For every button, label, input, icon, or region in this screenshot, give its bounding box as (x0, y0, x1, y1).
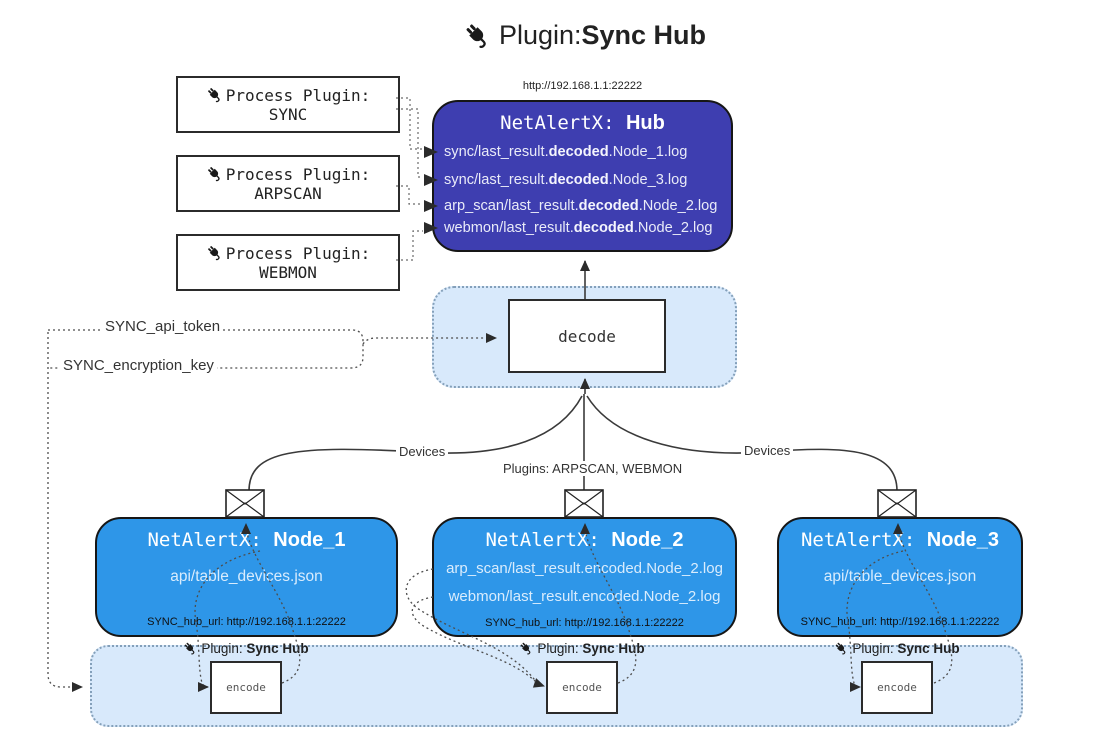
process-plugin-label: Process Plugin: (225, 85, 371, 105)
plug-icon (185, 642, 195, 655)
edge-keys-loop (48, 329, 364, 369)
encode-label-bold: Sync Hub (897, 641, 960, 656)
node-title-mono: NetAlertX: (147, 529, 274, 551)
devices-label-right: Devices (741, 443, 794, 458)
log-pre: sync/last_result. (444, 144, 549, 160)
encode-box-3: encode (861, 661, 933, 714)
encode-label: encode (226, 681, 266, 694)
decode-box: decode (508, 299, 666, 373)
edge-arpscan-to-hub (396, 185, 423, 205)
encode-label-text: Plugin: (201, 641, 243, 656)
encode-section-label: Plugin: Sync Hub (156, 641, 336, 656)
encode-label: encode (877, 681, 917, 694)
edge-keys-to-encode-band (47, 332, 83, 692)
node-3-file: api/table_devices.json (823, 568, 977, 585)
log-bold: decoded (548, 172, 609, 188)
edge-sync-to-hub-1 (396, 97, 423, 150)
envelope-icon (564, 489, 604, 518)
node-1-hub-url: SYNC_hub_url: http://192.168.1.1:22222 (147, 616, 346, 628)
hub-title: NetAlertX: Hub (432, 112, 733, 135)
process-plugin-name: SYNC (268, 104, 308, 124)
plug-icon (207, 167, 220, 182)
log-pre: webmon/last_result. (444, 220, 574, 236)
hub-title-mono: NetAlertX: (500, 112, 626, 134)
plug-icon (521, 642, 531, 655)
log-post: .Node_2.log (638, 198, 718, 214)
hub-title-bold: Hub (625, 112, 665, 134)
edge-webmon-to-hub (396, 230, 423, 261)
sync-api-token-label: SYNC_api_token (102, 318, 224, 335)
node-title-bold: Node_3 (926, 529, 1000, 551)
hub-log-item: sync/last_result.decoded.Node_1.log (444, 141, 732, 163)
process-plugin-name: ARPSCAN (254, 183, 322, 203)
log-post: .Node_3.log (608, 172, 688, 188)
node-1-title: NetAlertX: Node_1 (95, 529, 398, 552)
edge-sync-to-hub-2 (396, 108, 423, 178)
process-plugin-webmon: Process Plugin: WEBMON (176, 234, 400, 291)
edge-node1-devices (248, 395, 583, 492)
encode-section-label: Plugin: Sync Hub (492, 641, 672, 656)
log-bold: decoded (578, 198, 639, 214)
encode-box-1: encode (210, 661, 282, 714)
node-2-hub-url: SYNC_hub_url: http://192.168.1.1:22222 (485, 617, 684, 629)
node-title-bold: Node_2 (611, 529, 684, 551)
plug-icon (836, 642, 846, 655)
process-plugin-arpscan: Process Plugin: ARPSCAN (176, 155, 400, 212)
title-text: Plugin: (498, 20, 582, 50)
node-2-title: NetAlertX: Node_2 (432, 529, 737, 552)
log-pre: sync/last_result. (444, 172, 549, 188)
plug-icon (466, 23, 486, 48)
sync-encryption-key-label: SYNC_encryption_key (60, 357, 217, 374)
page-title: Plugin: Sync Hub (26, 20, 1117, 51)
hub-log-item: webmon/last_result.decoded.Node_2.log (444, 217, 732, 239)
node-title-mono: NetAlertX: (485, 529, 612, 551)
log-post: .Node_2.log (633, 220, 713, 236)
process-plugin-name: WEBMON (259, 262, 317, 282)
devices-label-left: Devices (396, 444, 449, 459)
log-pre: arp_scan/last_result. (444, 198, 579, 214)
encode-label-bold: Sync Hub (246, 641, 309, 656)
encode-label: encode (562, 681, 602, 694)
hub-log-item: sync/last_result.decoded.Node_3.log (444, 169, 732, 191)
node-2-file: arp_scan/last_result.encoded.Node_2.log (446, 560, 723, 577)
plug-icon (207, 88, 220, 103)
encode-box-2: encode (546, 661, 618, 714)
node-2-file: webmon/last_result.encoded.Node_2.log (448, 588, 721, 605)
log-post: .Node_1.log (608, 144, 688, 160)
encode-label-text: Plugin: (537, 641, 579, 656)
encode-label-bold: Sync Hub (582, 641, 645, 656)
plug-icon (207, 246, 220, 261)
encode-label-text: Plugin: (852, 641, 894, 656)
encode-section-label: Plugin: Sync Hub (807, 641, 987, 656)
hub-url-label: http://192.168.1.1:22222 (522, 80, 643, 92)
decode-label: decode (558, 326, 616, 346)
title-bold: Sync Hub (581, 20, 707, 50)
hub-log-item: arp_scan/last_result.decoded.Node_2.log (444, 195, 732, 217)
log-bold: decoded (573, 220, 634, 236)
edge-node3-devices (586, 395, 898, 492)
node-title-bold: Node_1 (273, 529, 346, 551)
node-3-hub-url: SYNC_hub_url: http://192.168.1.1:22222 (800, 616, 1000, 628)
process-plugin-label: Process Plugin: (225, 164, 371, 184)
hub-box (432, 100, 733, 252)
node-3-title: NetAlertX: Node_3 (777, 529, 1023, 552)
node-1-file: api/table_devices.json (170, 568, 323, 585)
envelope-icon (225, 489, 265, 518)
plugins-label-mid: Plugins: ARPSCAN, WEBMON (500, 461, 686, 476)
envelope-icon (877, 489, 917, 518)
log-bold: decoded (548, 144, 609, 160)
node-title-mono: NetAlertX: (800, 529, 927, 551)
process-plugin-sync: Process Plugin: SYNC (176, 76, 400, 133)
process-plugin-label: Process Plugin: (225, 243, 371, 263)
